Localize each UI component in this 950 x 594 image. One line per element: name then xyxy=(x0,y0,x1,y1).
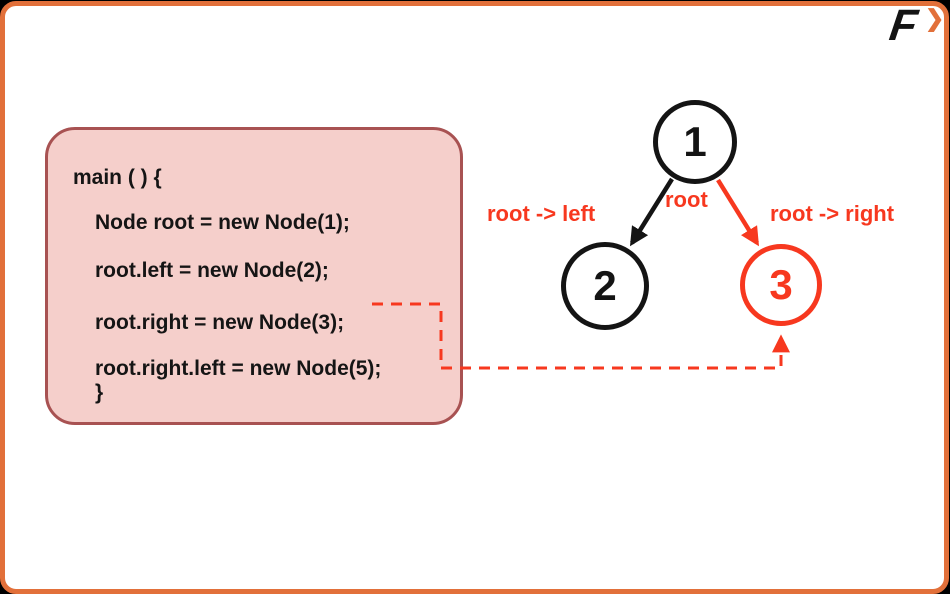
code-line-root-left: root.left = new Node(2); xyxy=(95,259,329,282)
logo-letter: F xyxy=(886,1,921,50)
code-line-node-root: Node root = new Node(1); xyxy=(95,211,350,234)
brand-logo: F ❯ xyxy=(886,1,945,52)
code-line-main: main ( ) { xyxy=(73,166,162,189)
chevron-right-icon: ❯ xyxy=(925,5,945,31)
code-line-root-right: root.right = new Node(3); xyxy=(95,311,345,334)
node-2-value: 2 xyxy=(593,262,617,309)
code-closing-brace: } xyxy=(95,381,104,404)
tree-node-3: 3 xyxy=(740,244,822,326)
code-box: main ( ) { Node root = new Node(1); root… xyxy=(45,127,463,425)
edge-label-root: root xyxy=(665,187,708,212)
tree-node-1: 1 xyxy=(653,100,737,184)
node-3-value: 3 xyxy=(769,261,793,308)
tree-node-2: 2 xyxy=(561,242,649,330)
edge-label-root-left: root -> left xyxy=(487,201,596,226)
edge-label-root-right: root -> right xyxy=(770,201,895,226)
node-1-value: 1 xyxy=(683,118,707,165)
code-line-root-right-left: root.right.left = new Node(5); xyxy=(95,357,382,380)
